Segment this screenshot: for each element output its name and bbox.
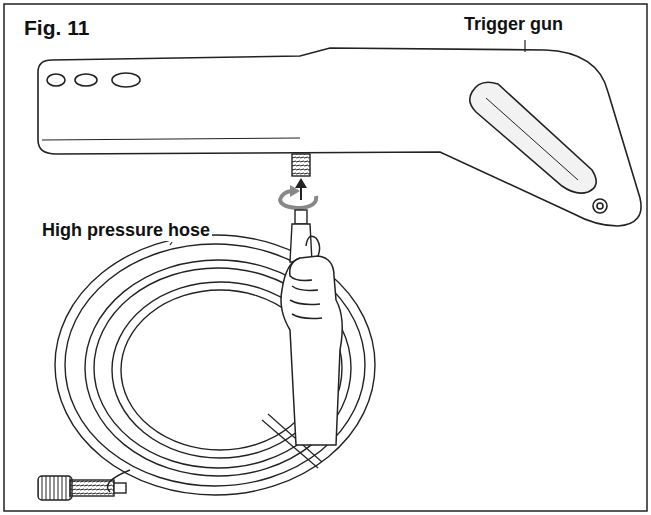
trigger-gun: [38, 48, 641, 226]
hand: [281, 236, 342, 445]
hose-coupling: [38, 470, 130, 500]
thread-fitting: [292, 154, 310, 176]
hose-coil: [55, 235, 375, 495]
frame: [4, 4, 647, 511]
leader-line: [524, 40, 525, 52]
hose-nozzle: [290, 210, 312, 262]
leader-line: [170, 242, 172, 245]
part-label: Trigger gun: [462, 14, 565, 35]
direction-arrow: [295, 178, 307, 200]
figure-title: Fig. 11: [22, 16, 91, 40]
part-label: High pressure hose: [40, 220, 212, 241]
rotation-arrow: [280, 185, 316, 208]
